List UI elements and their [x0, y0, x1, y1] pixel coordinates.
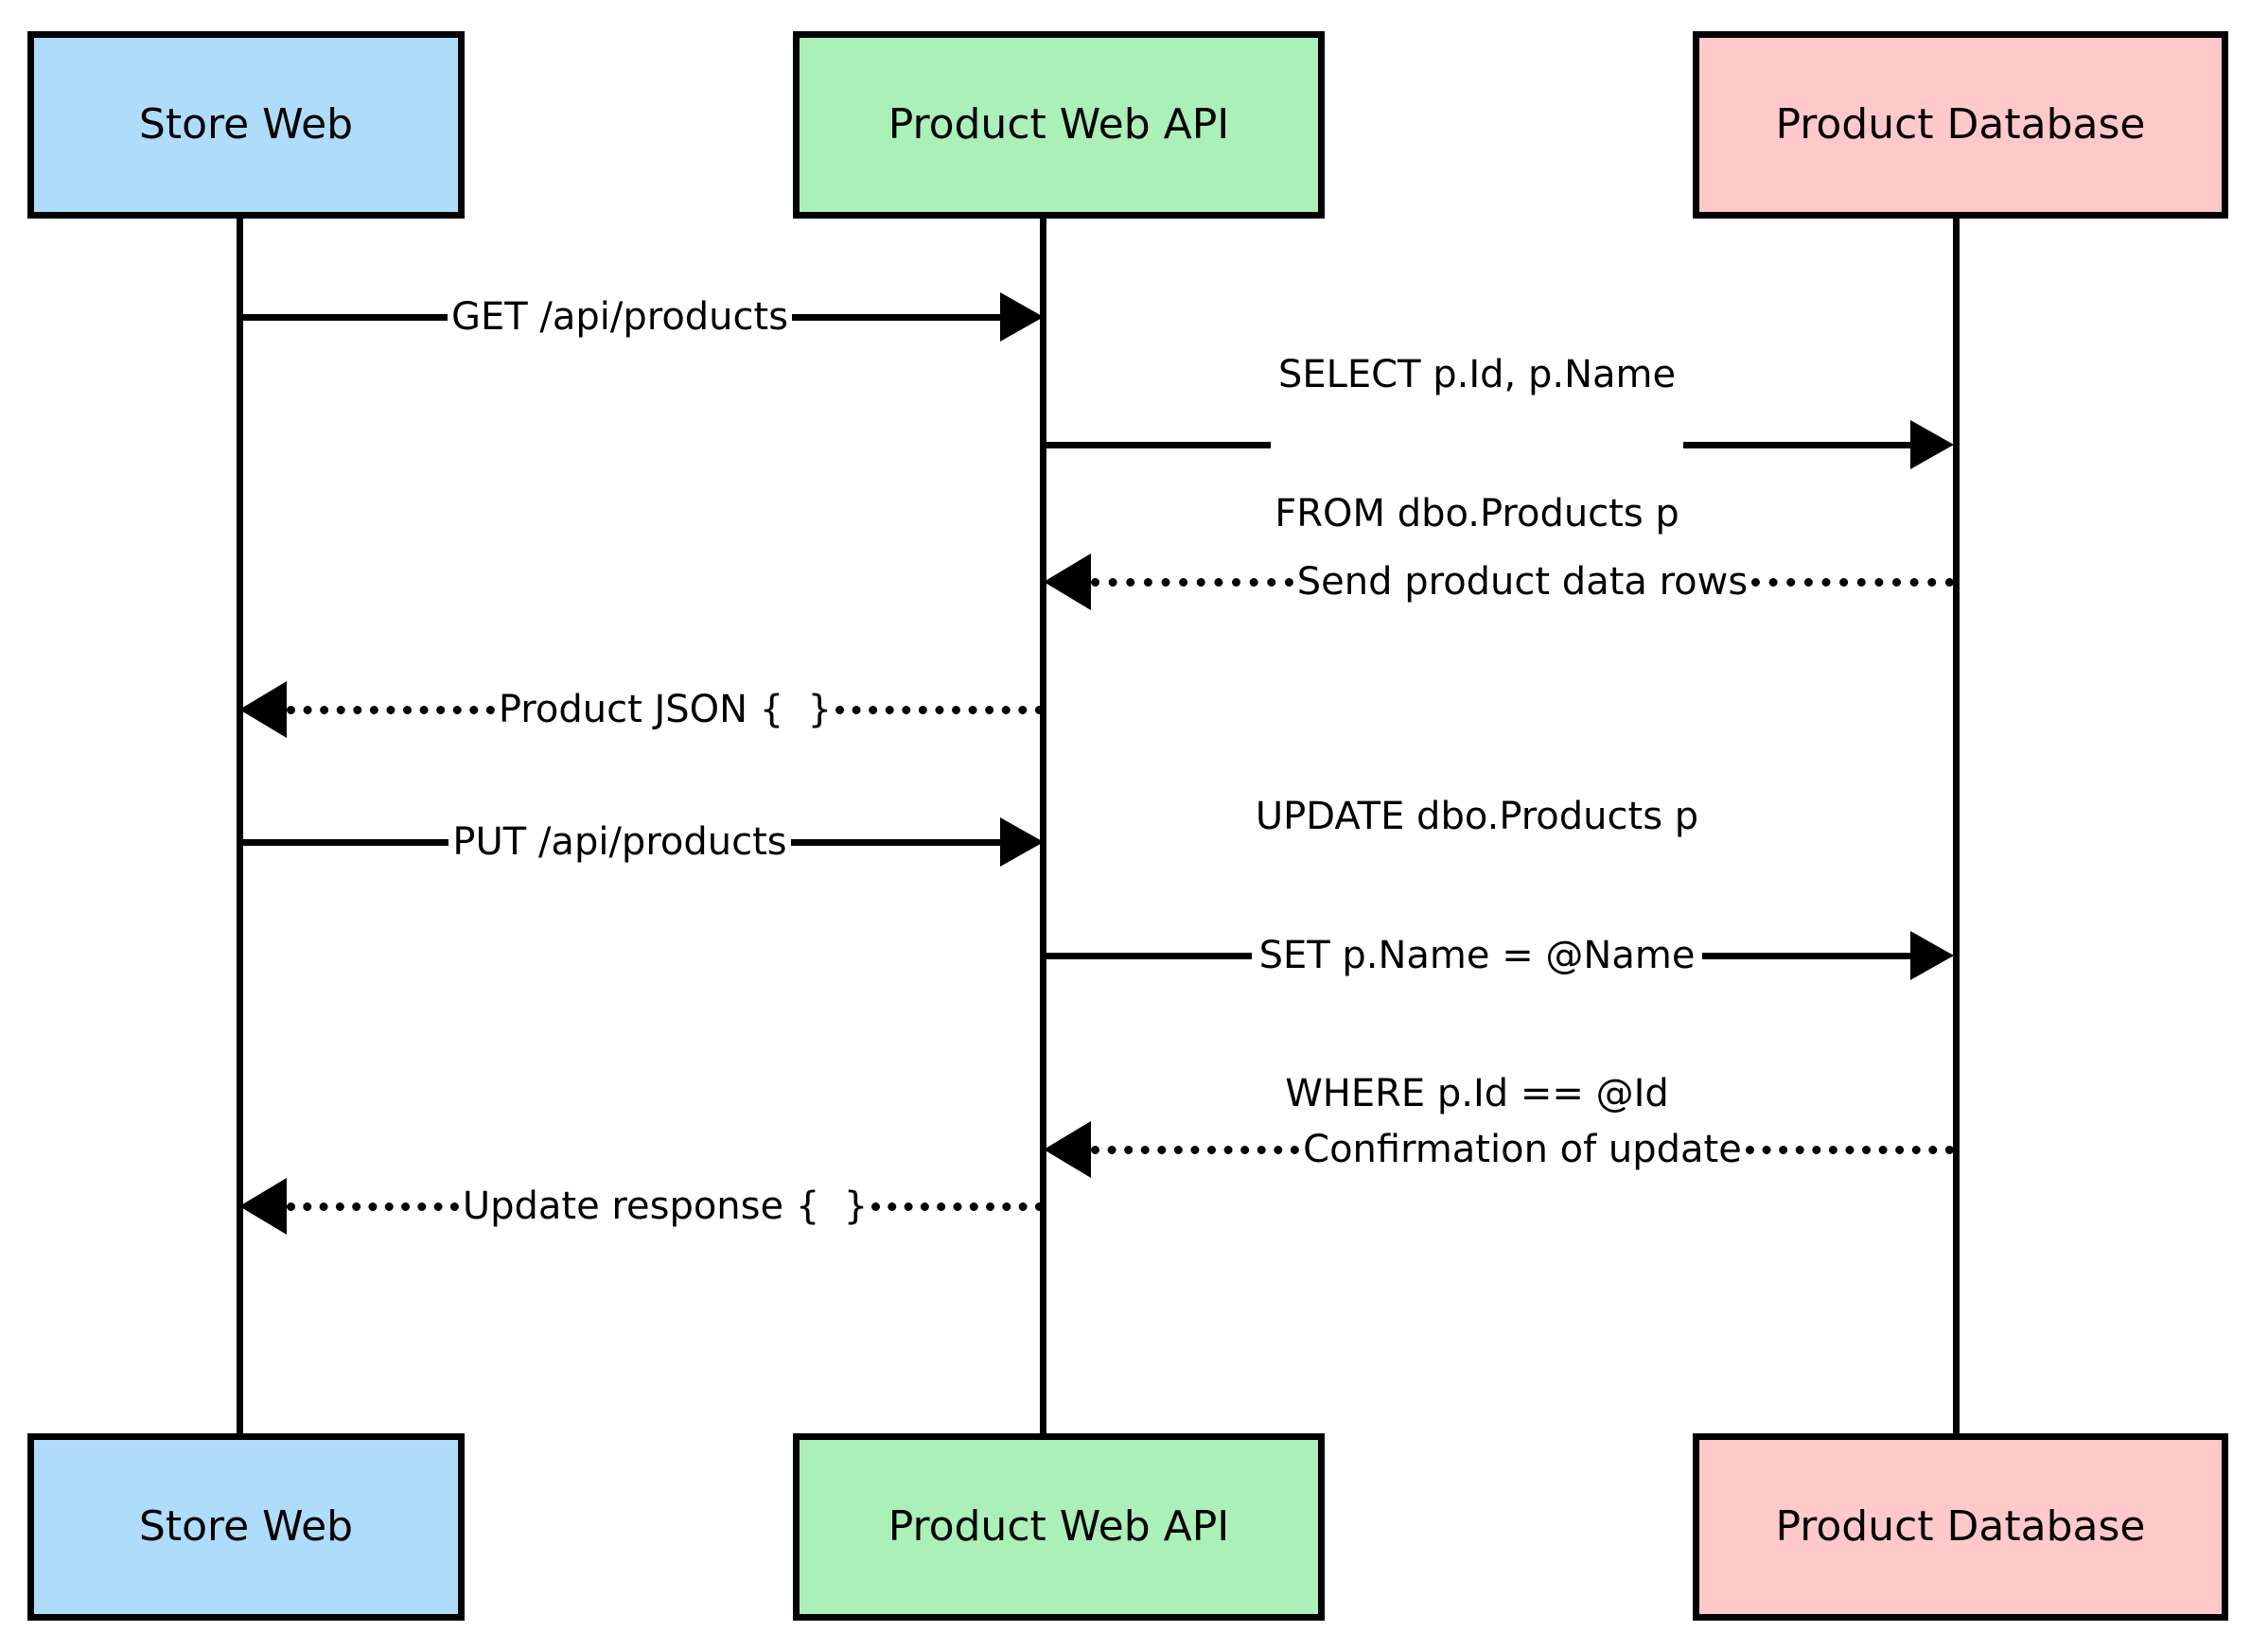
- message-update-products-label-line3: WHERE p.Id == @Id: [1285, 1072, 1669, 1115]
- message-get-products-line-left: [239, 313, 448, 321]
- participant-footer-product-database-label: Product Database: [1775, 1502, 2146, 1551]
- message-get-products[interactable]: GET /api/products: [239, 284, 1045, 350]
- message-select-products-label-line1: SELECT p.Id, p.Name: [1277, 353, 1677, 397]
- message-send-product-data-rows-line-right: [1751, 577, 1954, 587]
- message-product-json-line-right: [835, 705, 1045, 714]
- message-send-product-data-rows-label: Send product data rows: [1296, 559, 1749, 604]
- participant-footer-store-web[interactable]: Store Web: [27, 1433, 465, 1621]
- message-update-products-line-left: [1044, 952, 1252, 959]
- arrow-head-right-icon: [1910, 420, 1955, 469]
- message-get-products-line-right: [792, 313, 1001, 321]
- message-confirmation-of-update-line-right: [1745, 1145, 1954, 1154]
- message-put-products-line-left: [239, 838, 449, 846]
- participant-header-store-web[interactable]: Store Web: [27, 31, 465, 219]
- message-confirmation-of-update-label: Confirmation of update: [1303, 1127, 1742, 1171]
- message-update-products-label-line1: UPDATE dbo.Products p: [1255, 795, 1699, 839]
- arrow-head-right-icon: [1000, 817, 1045, 867]
- message-product-json[interactable]: Product JSON { }: [239, 676, 1045, 743]
- arrow-head-right-icon: [1000, 292, 1045, 342]
- arrow-head-left-icon: [1044, 1121, 1091, 1178]
- message-put-products-line-right: [790, 838, 1001, 846]
- participant-footer-product-database[interactable]: Product Database: [1693, 1433, 2228, 1621]
- message-update-products-label-line2: SET p.Name = @Name: [1258, 933, 1696, 977]
- participant-header-store-web-label: Store Web: [138, 100, 354, 149]
- message-get-products-label: GET /api/products: [450, 294, 789, 339]
- message-put-products[interactable]: PUT /api/products: [239, 809, 1045, 875]
- arrow-head-left-icon: [239, 1178, 287, 1235]
- message-product-json-label: Product JSON { }: [498, 687, 833, 731]
- message-update-products-label: UPDATE dbo.Products p SET p.Name = @Name…: [1252, 702, 1702, 1210]
- participant-footer-store-web-label: Store Web: [138, 1502, 354, 1551]
- arrow-head-left-icon: [239, 681, 287, 738]
- message-update-response-line-left: [287, 1202, 459, 1211]
- message-update-products-line-right: [1702, 952, 1911, 959]
- message-update-response-line-right: [871, 1202, 1044, 1211]
- participant-header-product-database-label: Product Database: [1775, 100, 2146, 149]
- message-select-products-line-right: [1682, 441, 1911, 448]
- participant-footer-product-web-api[interactable]: Product Web API: [793, 1433, 1325, 1621]
- message-put-products-label: PUT /api/products: [452, 819, 787, 864]
- message-select-products-line-left: [1044, 441, 1272, 448]
- message-select-products[interactable]: SELECT p.Id, p.Name FROM dbo.Products p: [1044, 353, 1955, 535]
- message-update-products[interactable]: UPDATE dbo.Products p SET p.Name = @Name…: [1044, 795, 1955, 1115]
- message-confirmation-of-update-line-left: [1091, 1145, 1300, 1154]
- message-select-products-label-line2: FROM dbo.Products p: [1275, 491, 1679, 535]
- participant-header-product-database[interactable]: Product Database: [1693, 31, 2228, 219]
- lifeline-store-web: [237, 216, 243, 1438]
- arrow-head-right-icon: [1910, 931, 1955, 980]
- message-select-products-label: SELECT p.Id, p.Name FROM dbo.Products p: [1271, 260, 1683, 629]
- message-send-product-data-rows[interactable]: Send product data rows: [1044, 549, 1954, 615]
- participant-header-product-web-api[interactable]: Product Web API: [793, 31, 1325, 219]
- message-send-product-data-rows-line-left: [1091, 577, 1293, 587]
- lifeline-product-database: [1953, 216, 1960, 1438]
- message-confirmation-of-update[interactable]: Confirmation of update: [1044, 1116, 1954, 1183]
- participant-header-product-web-api-label: Product Web API: [888, 100, 1230, 149]
- arrow-head-left-icon: [1044, 553, 1091, 610]
- message-update-response[interactable]: Update response { }: [239, 1173, 1044, 1239]
- participant-footer-product-web-api-label: Product Web API: [888, 1502, 1230, 1551]
- message-update-response-label: Update response { }: [462, 1184, 869, 1228]
- message-product-json-line-left: [287, 705, 495, 714]
